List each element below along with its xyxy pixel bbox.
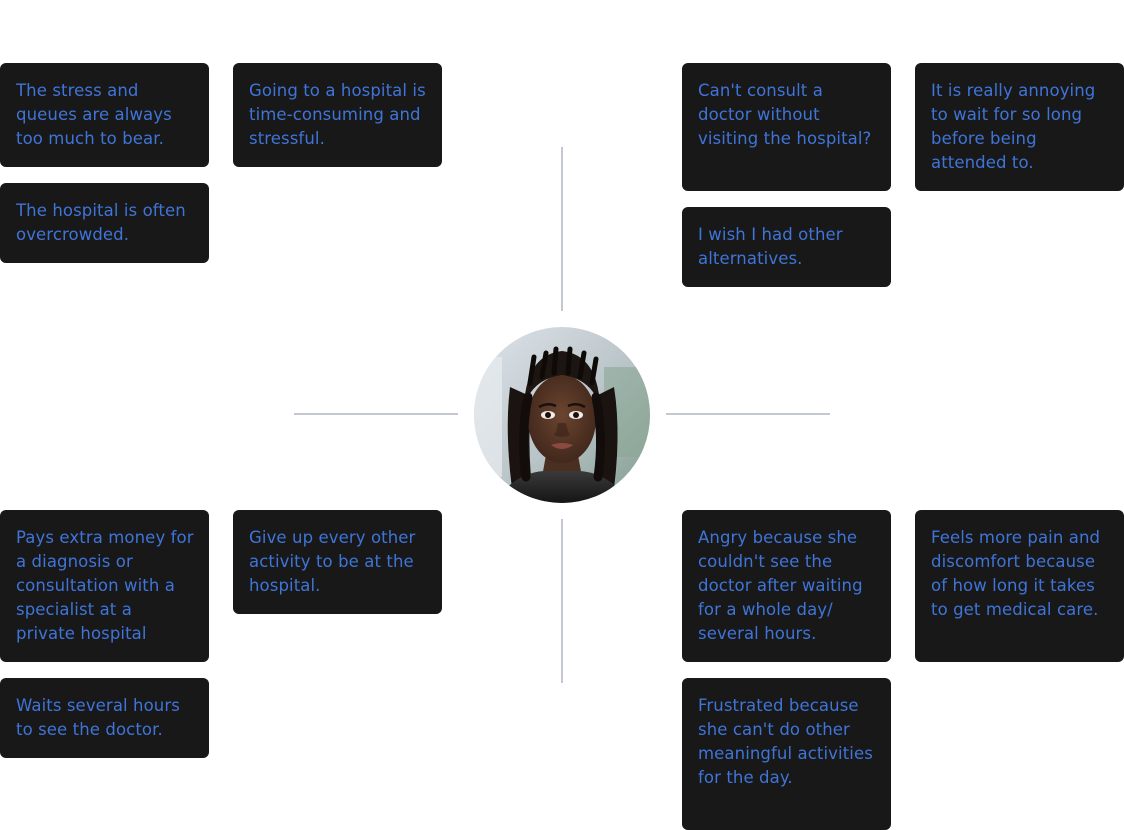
thinks-note-2: It is really annoying to wait for so lon… <box>915 63 1124 191</box>
thinks-note-3: I wish I had other alternatives. <box>682 207 891 287</box>
persona-portrait-icon <box>474 327 650 503</box>
says-note-2: Going to a hospital is time-consuming an… <box>233 63 442 167</box>
feels-note-2: Feels more pain and discomfort because o… <box>915 510 1124 662</box>
divider-bottom <box>561 519 563 683</box>
divider-top <box>561 147 563 311</box>
does-note-2: Give up every other activity to be at th… <box>233 510 442 614</box>
divider-left <box>294 413 458 415</box>
does-note-1: Pays extra money for a diagnosis or cons… <box>0 510 209 662</box>
persona-avatar <box>474 327 650 503</box>
thinks-note-1: Can't consult a doctor without visiting … <box>682 63 891 191</box>
feels-note-3: Frustrated because she can't do other me… <box>682 678 891 830</box>
says-note-3: The hospital is often overcrowded. <box>0 183 209 263</box>
divider-right <box>666 413 830 415</box>
feels-note-1: Angry because she couldn't see the docto… <box>682 510 891 662</box>
does-note-3: Waits several hours to see the doctor. <box>0 678 209 758</box>
says-note-1: The stress and queues are always too muc… <box>0 63 209 167</box>
